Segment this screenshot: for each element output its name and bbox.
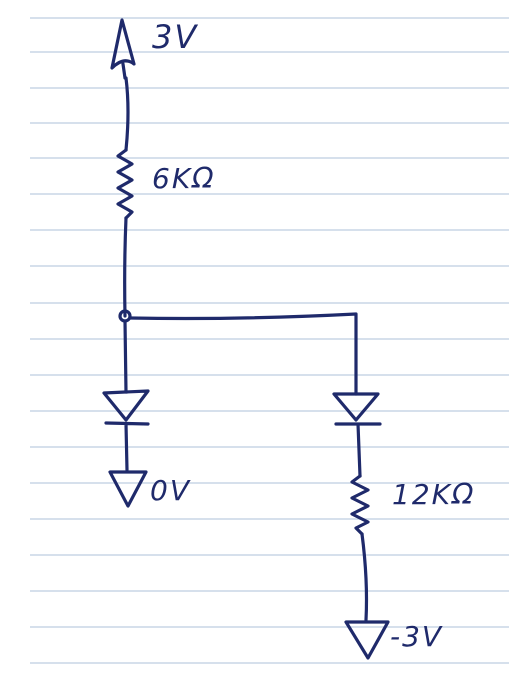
wire-bottom (360, 532, 369, 622)
wire-to-node (123, 216, 128, 318)
ruled-lines (30, 17, 509, 664)
wire-top (124, 76, 130, 152)
label-12k-ohm: 12KΩ (392, 478, 476, 511)
wire-left-branch (123, 319, 128, 394)
ground-0v (108, 470, 148, 508)
resistor-12k (350, 474, 370, 536)
diode-right (332, 392, 382, 478)
supply-arrow-3v (110, 18, 136, 80)
wire-right-branch (128, 312, 358, 396)
label-6k-ohm: 6KΩ (152, 162, 216, 195)
label-0v: 0V (150, 474, 191, 507)
resistor-6k (116, 148, 134, 220)
label-minus-3v: -3V (390, 620, 444, 653)
diode-left (102, 389, 150, 472)
supply-minus-3v (344, 620, 390, 660)
label-3v: 3V (152, 18, 199, 56)
